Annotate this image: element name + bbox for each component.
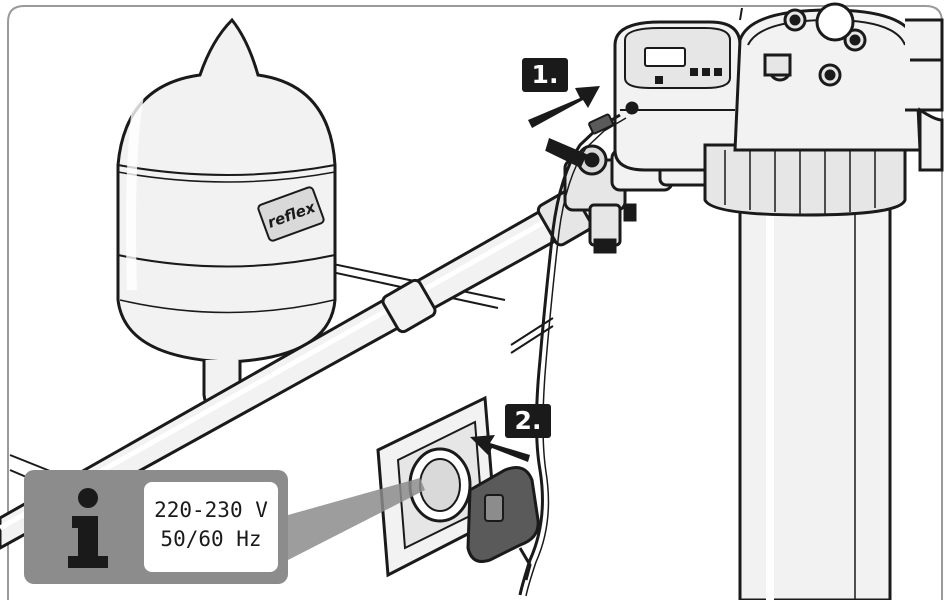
cable-connector bbox=[588, 113, 614, 135]
info-icon bbox=[68, 488, 108, 568]
filter-housing bbox=[703, 2, 944, 600]
step-2-badge: 2. bbox=[505, 404, 551, 438]
power-cable bbox=[510, 113, 627, 597]
info-panel: 220-230 V 50/60 Hz bbox=[144, 482, 278, 572]
frame-border bbox=[7, 5, 943, 600]
step2-arrow bbox=[470, 435, 530, 462]
info-text: 220-230 V 50/60 Hz bbox=[144, 496, 278, 554]
controller-unit bbox=[613, 20, 742, 172]
step1-arrow bbox=[528, 86, 600, 128]
power-plug bbox=[466, 466, 540, 581]
info-box: 220-230 V 50/60 Hz bbox=[24, 470, 288, 584]
wall-socket bbox=[376, 395, 497, 578]
info-callout-pointer bbox=[288, 478, 425, 560]
frequency-text: 50/60 Hz bbox=[160, 527, 262, 551]
step-1-badge: 1. bbox=[522, 58, 568, 92]
voltage-text: 220-230 V bbox=[154, 498, 268, 522]
